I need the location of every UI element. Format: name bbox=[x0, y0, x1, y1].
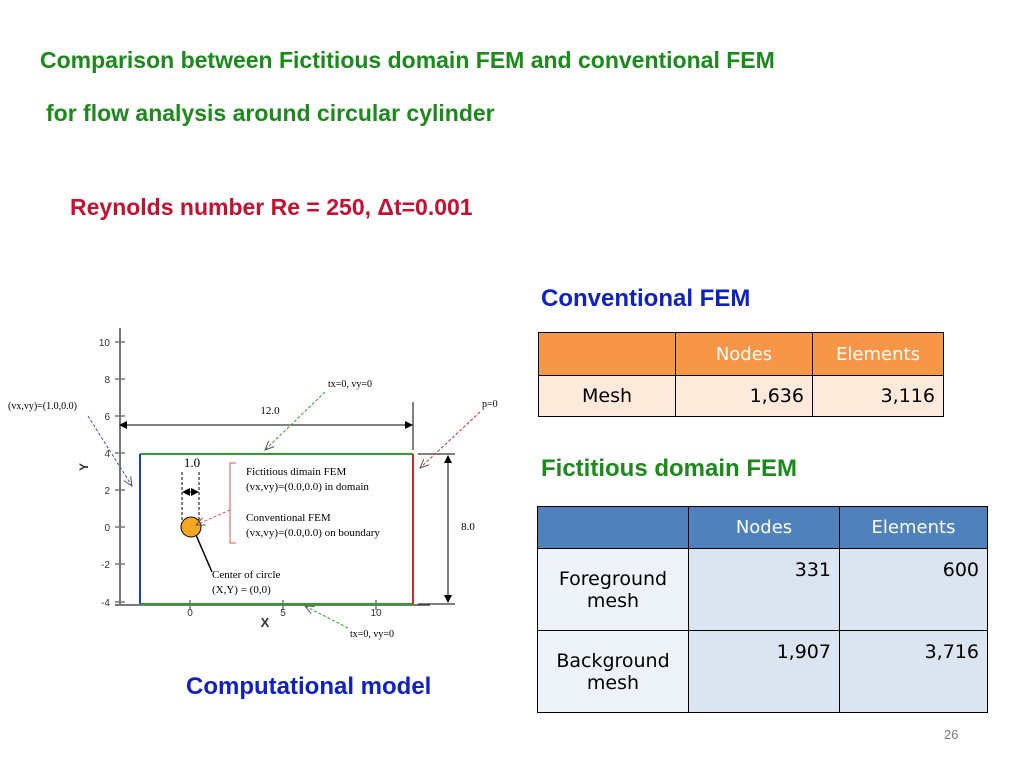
top-bc-label: tx=0, vy=0 bbox=[328, 379, 372, 390]
header-cell bbox=[537, 506, 689, 549]
table-header-row: Nodes Elements bbox=[537, 506, 988, 549]
y-tick: 8 bbox=[104, 375, 110, 386]
outlet-bc-label: p=0 bbox=[482, 399, 498, 410]
header-cell: Elements bbox=[812, 332, 944, 376]
table-row: Foreground mesh 331 600 bbox=[537, 548, 988, 631]
reynolds-label: Reynolds number Re = 250, Δt=0.001 bbox=[70, 194, 473, 220]
x-tick: 10 bbox=[370, 608, 382, 619]
header-cell: Nodes bbox=[675, 332, 813, 376]
computational-model-diagram: 10 8 6 4 2 0 -2 -4 0 5 10 Y X 12.0 8.0 1… bbox=[8, 328, 498, 640]
title-line-2: for flow analysis around circular cylind… bbox=[46, 100, 495, 126]
header-cell: Nodes bbox=[688, 506, 840, 549]
y-axis bbox=[115, 328, 125, 605]
inlet-bc-label: (vx,vy)=(1.0,0.0) bbox=[8, 401, 77, 412]
nodes-cell: 1,636 bbox=[675, 375, 813, 417]
title-line-1: Comparison between Fictitious domain FEM… bbox=[40, 47, 775, 73]
y-tick: 2 bbox=[104, 486, 110, 497]
header-cell bbox=[538, 332, 676, 376]
y-tick: -2 bbox=[101, 560, 110, 571]
table-header-row: Nodes Elements bbox=[538, 332, 944, 376]
elements-cell: 3,716 bbox=[839, 630, 988, 713]
nodes-cell: 331 bbox=[688, 548, 840, 631]
fd-fem-line-2: (vx,vy)=(0.0,0.0) in domain bbox=[246, 481, 369, 493]
x-axis-label: X bbox=[261, 615, 270, 630]
conventional-heading: Conventional FEM bbox=[541, 285, 751, 312]
y-tick: 10 bbox=[99, 338, 111, 349]
x-tick: 0 bbox=[187, 608, 193, 619]
center-line-1: Center of circle bbox=[212, 569, 281, 581]
fictitious-table: Nodes Elements Foreground mesh 331 600 B… bbox=[537, 506, 988, 713]
row-label: Mesh bbox=[538, 375, 676, 417]
table-row: Background mesh 1,907 3,716 bbox=[537, 630, 988, 713]
x-tick: 5 bbox=[280, 608, 286, 619]
row-label: Background mesh bbox=[537, 630, 689, 713]
cylinder bbox=[180, 516, 202, 538]
y-axis-label: Y bbox=[77, 463, 91, 471]
nodes-cell: 1,907 bbox=[688, 630, 840, 713]
conv-fem-line-2: (vx,vy)=(0.0,0.0) on boundary bbox=[246, 527, 380, 539]
header-cell: Elements bbox=[839, 506, 988, 549]
center-line-2: (X,Y) = (0,0) bbox=[212, 584, 271, 596]
conv-fem-line-1: Conventional FEM bbox=[246, 512, 331, 524]
conventional-table: Nodes Elements Mesh 1,636 3,116 bbox=[538, 332, 944, 417]
fictitious-heading: Fictitious domain FEM bbox=[541, 455, 797, 482]
y-tick: 0 bbox=[104, 523, 110, 534]
bottom-bc-label: tx=0, vy=0 bbox=[350, 629, 394, 640]
y-tick: -4 bbox=[101, 598, 110, 609]
diameter-dimension: 1.0 bbox=[184, 455, 200, 470]
y-tick-labels: 10 8 6 4 2 0 -2 -4 bbox=[99, 338, 111, 609]
y-tick: 6 bbox=[104, 412, 110, 423]
table-row: Mesh 1,636 3,116 bbox=[538, 375, 944, 417]
height-dimension: 8.0 bbox=[461, 521, 475, 533]
elements-cell: 600 bbox=[839, 548, 988, 631]
row-label: Foreground mesh bbox=[537, 548, 689, 631]
fd-fem-line-1: Fictitious dimain FEM bbox=[246, 466, 346, 478]
page-number: 26 bbox=[944, 727, 959, 742]
computational-model-caption: Computational model bbox=[186, 673, 432, 700]
elements-cell: 3,116 bbox=[812, 375, 944, 417]
width-dimension: 12.0 bbox=[260, 405, 280, 417]
y-tick: 4 bbox=[104, 449, 110, 460]
notes-bracket bbox=[229, 462, 236, 544]
x-tick-labels: 0 5 10 bbox=[187, 608, 382, 619]
